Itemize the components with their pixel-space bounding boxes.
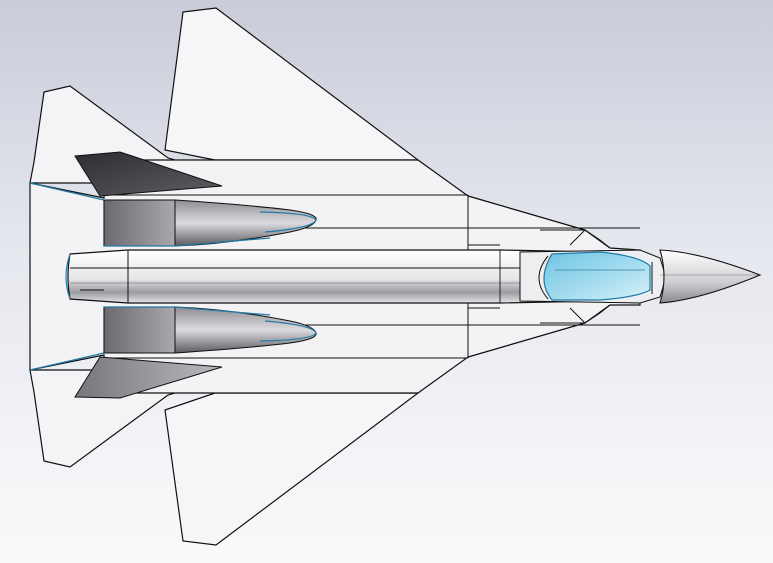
lower-stabilizer[interactable] — [74, 356, 223, 399]
leading-edge-extensions — [569, 229, 611, 324]
upper-engine-intake[interactable] — [103, 199, 317, 247]
upper-stabilizer[interactable] — [74, 151, 223, 197]
lower-tail-fin[interactable] — [164, 392, 420, 546]
canopy-glass[interactable] — [543, 251, 651, 301]
lower-engine-intake[interactable] — [103, 306, 317, 354]
silhouette-edge-lower — [29, 352, 105, 371]
silhouette-edge-upper — [29, 182, 105, 201]
upper-tail-fin[interactable] — [164, 7, 420, 161]
nose-cone[interactable] — [659, 249, 762, 304]
cockpit[interactable] — [519, 249, 667, 304]
